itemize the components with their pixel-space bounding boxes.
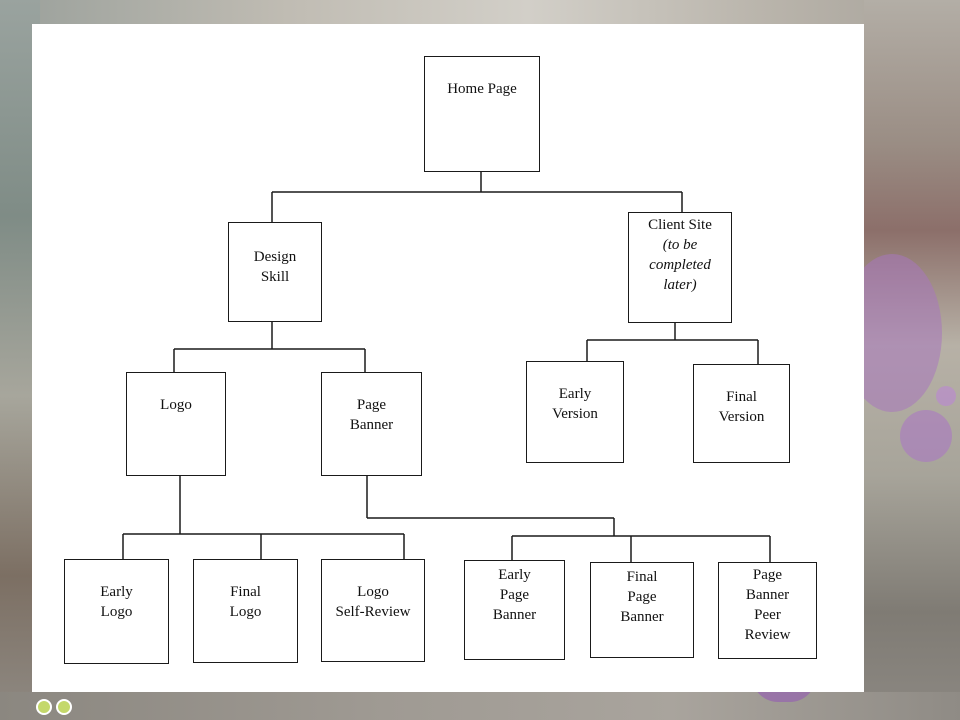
node-note: (to be completed later)	[649, 237, 711, 293]
node-label: Page Banner Peer Review	[744, 567, 791, 643]
slide-bullet-dot	[56, 699, 72, 715]
node-logo-self-review: Logo Self-Review	[321, 559, 425, 662]
background-top	[0, 0, 960, 24]
node-label: Final Page Banner	[620, 569, 664, 625]
node-final-logo: Final Logo	[193, 559, 298, 663]
node-label: Final Logo	[229, 584, 262, 620]
node-label: Design Skill	[253, 249, 297, 285]
node-label: Early Logo	[100, 584, 133, 620]
decorative-circle	[936, 386, 956, 406]
node-label: Home Page	[447, 81, 517, 97]
background-bottom	[0, 692, 960, 720]
node-label: Final Version	[718, 389, 765, 425]
node-early-logo: Early Logo	[64, 559, 169, 664]
node-label: Early Page Banner	[492, 567, 537, 623]
diagram-panel: Home Page Design Skill Client Site (to b…	[32, 24, 864, 692]
slide-bullet-dot	[36, 699, 52, 715]
node-label: Logo Self-Review	[335, 584, 411, 620]
node-label: Logo	[160, 397, 192, 413]
node-final-version: Final Version	[693, 364, 790, 463]
node-client-site: Client Site (to be completed later)	[628, 212, 732, 323]
node-page-banner: Page Banner	[321, 372, 422, 476]
node-home-page: Home Page	[424, 56, 540, 172]
node-early-page-banner: Early Page Banner	[464, 560, 565, 660]
node-final-page-banner: Final Page Banner	[590, 562, 694, 658]
node-label: Early Version	[552, 386, 598, 422]
node-logo: Logo	[126, 372, 226, 476]
decorative-circle	[900, 410, 952, 462]
node-early-version: Early Version	[526, 361, 624, 463]
node-page-banner-peer-review: Page Banner Peer Review	[718, 562, 817, 659]
node-label: Client Site	[648, 217, 712, 233]
node-design-skill: Design Skill	[228, 222, 322, 322]
connector-lines	[122, 172, 771, 562]
node-label: Page Banner	[349, 397, 394, 433]
